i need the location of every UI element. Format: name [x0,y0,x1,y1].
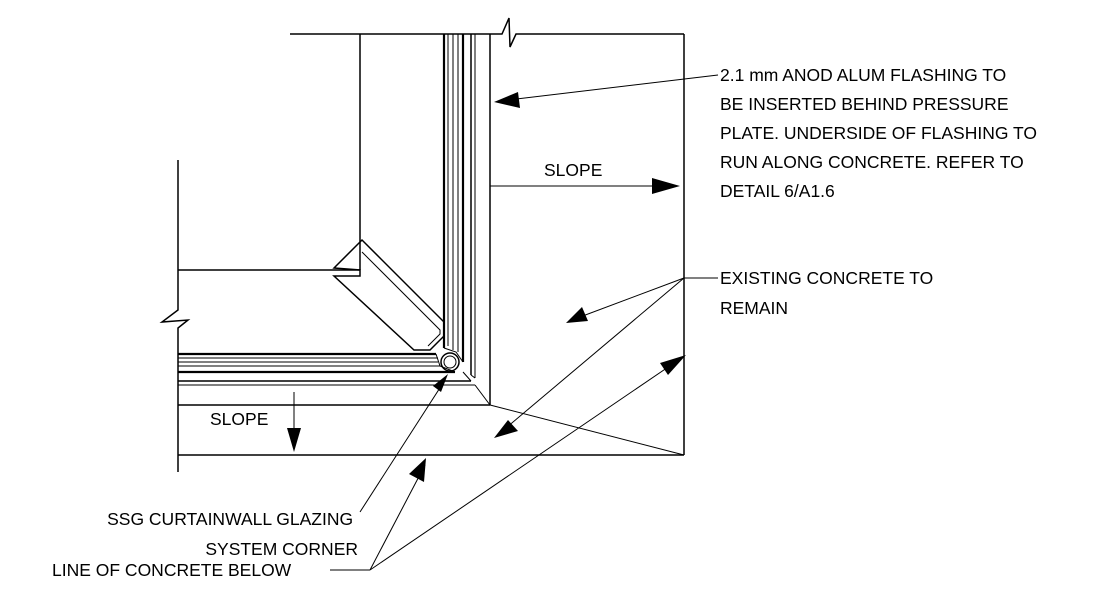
slope-arrow-down [287,392,301,452]
ssg-corner-note-line-1: SSG CURTAINWALL GLAZING [107,509,353,529]
line-of-concrete-note: LINE OF CONCRETE BELOW [52,560,292,580]
flashing-note-line-4: RUN ALONG CONCRETE. REFER TO [720,152,1024,172]
line-of-concrete-leaders [330,355,686,571]
existing-concrete-leaders [494,277,718,438]
ssg-corner-leader [359,374,448,513]
existing-concrete-outline [159,17,685,472]
flashing-note-line-2: BE INSERTED BEHIND PRESSURE [720,94,1009,114]
slope-right-label: SLOPE [544,160,602,180]
pressure-plate-flashing [178,34,491,406]
curtainwall-mullion-profile [178,34,465,374]
flashing-leader [494,74,719,108]
existing-concrete-note: EXISTING CONCRETE TO REMAIN [720,268,938,318]
slope-arrow-right [490,178,680,194]
ssg-corner-note-line-2: SYSTEM CORNER [205,539,358,559]
flashing-note-line-1: 2.1 mm ANOD ALUM FLASHING TO [720,65,1006,85]
existing-concrete-note-line-2: REMAIN [720,298,788,318]
interior-wall-outline [178,34,361,271]
existing-concrete-note-line-1: EXISTING CONCRETE TO [720,268,933,288]
slope-down-label: SLOPE [210,409,268,429]
flashing-note-line-5: DETAIL 6/A1.6 [720,181,835,201]
ssg-corner-note: SSG CURTAINWALL GLAZING SYSTEM CORNER [107,509,358,559]
flashing-note-line-3: PLATE. UNDERSIDE OF FLASHING TO [720,123,1037,143]
glazing-corner-bracket [332,238,445,351]
corner-gasket-circle [440,352,460,372]
flashing-note: 2.1 mm ANOD ALUM FLASHING TO BE INSERTED… [720,65,1042,201]
